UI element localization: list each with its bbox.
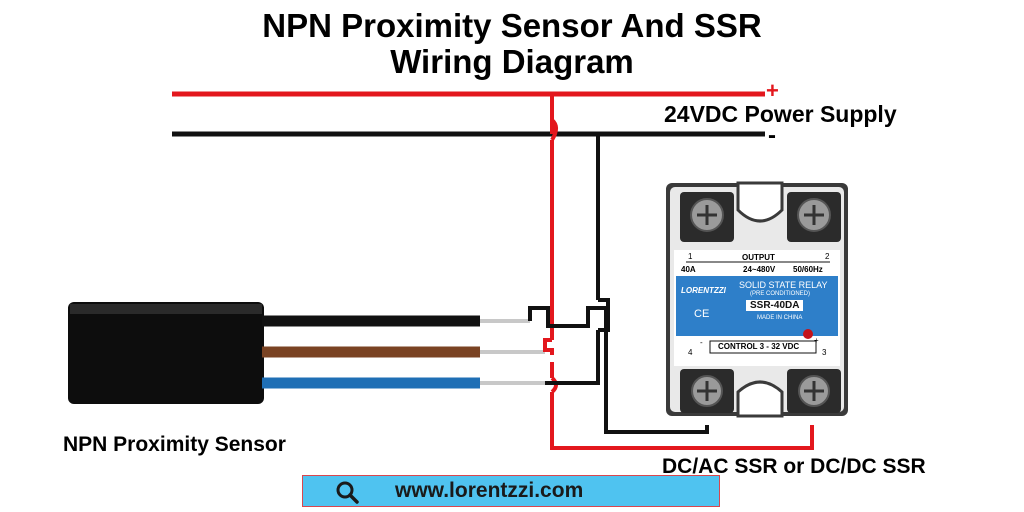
status-led bbox=[803, 329, 813, 339]
search-icon bbox=[336, 481, 359, 504]
ssr-pin3: 3 bbox=[822, 348, 827, 357]
ssr-name: SOLID STATE RELAY bbox=[739, 280, 828, 290]
ce-mark: CE bbox=[694, 308, 710, 320]
ssr-rating-a: 40A bbox=[681, 265, 696, 274]
ssr-rating-hz: 50/60Hz bbox=[793, 265, 823, 274]
website-bar[interactable]: www.lorentzzi.com bbox=[302, 475, 720, 507]
positive-supply-wire bbox=[545, 94, 814, 450]
ssr-control: CONTROL 3 - 32 VDC bbox=[718, 342, 800, 351]
ssr-type-label: DC/AC SSR or DC/DC SSR bbox=[662, 455, 926, 478]
ssr-brand: LORENTZZI bbox=[681, 286, 726, 295]
signal-wire bbox=[528, 306, 709, 434]
plus-sign: + bbox=[766, 78, 779, 103]
ssr-plus-mark: + bbox=[814, 336, 819, 345]
ssr-pin2: 2 bbox=[825, 252, 830, 261]
sensor-label: NPN Proximity Sensor bbox=[63, 433, 286, 456]
solid-state-relay bbox=[666, 181, 848, 418]
ssr-output-label: OUTPUT bbox=[742, 253, 775, 262]
terminal-4 bbox=[680, 369, 734, 413]
ssr-sub: (PRE CONDITIONED) bbox=[750, 291, 810, 297]
website-url[interactable]: www.lorentzzi.com bbox=[395, 479, 584, 502]
ssr-pin1: 1 bbox=[688, 252, 693, 261]
ssr-rating-v: 24~480V bbox=[743, 265, 776, 274]
ssr-pin4: 4 bbox=[688, 348, 693, 357]
ssr-model: SSR-40DA bbox=[746, 300, 804, 311]
minus-sign: - bbox=[768, 122, 776, 149]
page-title-line1: NPN Proximity Sensor And SSR bbox=[262, 7, 762, 44]
terminal-2 bbox=[787, 192, 841, 242]
terminal-1 bbox=[680, 192, 734, 242]
ssr-origin: MADE IN CHINA bbox=[757, 315, 803, 321]
page-title-line2: Wiring Diagram bbox=[390, 43, 634, 80]
sensor-body bbox=[68, 302, 264, 404]
power-supply-label: 24VDC Power Supply bbox=[664, 101, 897, 127]
terminal-3 bbox=[787, 369, 841, 413]
negative-supply-wire bbox=[545, 134, 600, 385]
ssr-minus-mark: - bbox=[700, 338, 703, 347]
